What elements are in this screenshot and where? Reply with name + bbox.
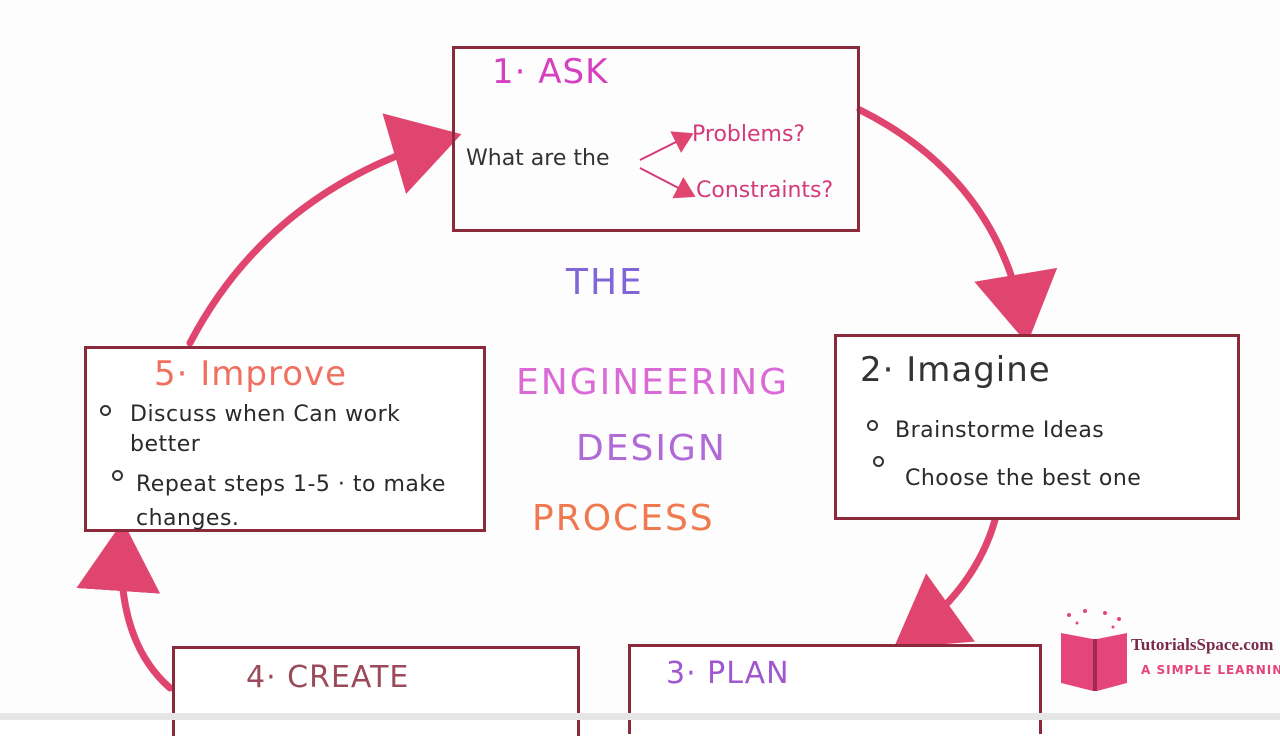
improve-item-1: Discuss when Can work better (130, 402, 401, 457)
cycle-arrows (76, 106, 1058, 692)
step-improve-box (84, 346, 486, 532)
arrow-ask-to-imagine (856, 106, 1058, 344)
step-ask-title: 1· ASK (492, 52, 609, 92)
logo-brand-text: TutorialsSpace.com (1131, 635, 1274, 654)
book-logo-icon (1061, 609, 1127, 691)
bottom-strip (0, 713, 1280, 720)
ask-branch-constraints: Constraints? (696, 178, 834, 203)
step-imagine-title: 2· Imagine (860, 350, 1051, 390)
ask-prompt-text: What are the (466, 146, 610, 171)
ask-branch-problems: Problems? (692, 122, 806, 147)
imagine-bullet-1 (867, 420, 878, 431)
arrow-create-to-improve (76, 521, 174, 692)
improve-bullet-2 (112, 470, 123, 481)
center-title-process: PROCESS (532, 498, 715, 539)
improve-bullet-1 (100, 405, 111, 416)
center-title-the: THE (566, 262, 644, 303)
diagram-canvas: 1· ASK What are the Problems? Constraint… (0, 46, 1280, 736)
imagine-item-1: Brainstorme Ideas (895, 418, 1105, 443)
step-imagine-box (834, 334, 1240, 520)
step-ask-box (452, 46, 860, 232)
arrow-improve-to-ask (186, 113, 462, 347)
center-title-engineering: ENGINEERING (516, 362, 790, 403)
improve-item-2: Repeat steps 1-5 · to make changes. (136, 472, 446, 531)
branch-arrow-constraints (639, 167, 696, 199)
step-improve-title: 5· Improve (154, 354, 348, 394)
imagine-item-2: Choose the best one (905, 466, 1142, 491)
center-title-design: DESIGN (576, 428, 727, 469)
step-create-title: 4· CREATE (246, 660, 410, 695)
step-plan-title: 3· PLAN (666, 656, 790, 691)
logo-tagline: A SIMPLE LEARNING (1141, 663, 1280, 677)
arrow-imagine-to-plan (893, 516, 999, 649)
tutorialsspace-logo: TutorialsSpace.com A SIMPLE LEARNING (1055, 605, 1280, 695)
branch-arrow-problems (639, 131, 694, 161)
imagine-bullet-2 (873, 456, 884, 467)
